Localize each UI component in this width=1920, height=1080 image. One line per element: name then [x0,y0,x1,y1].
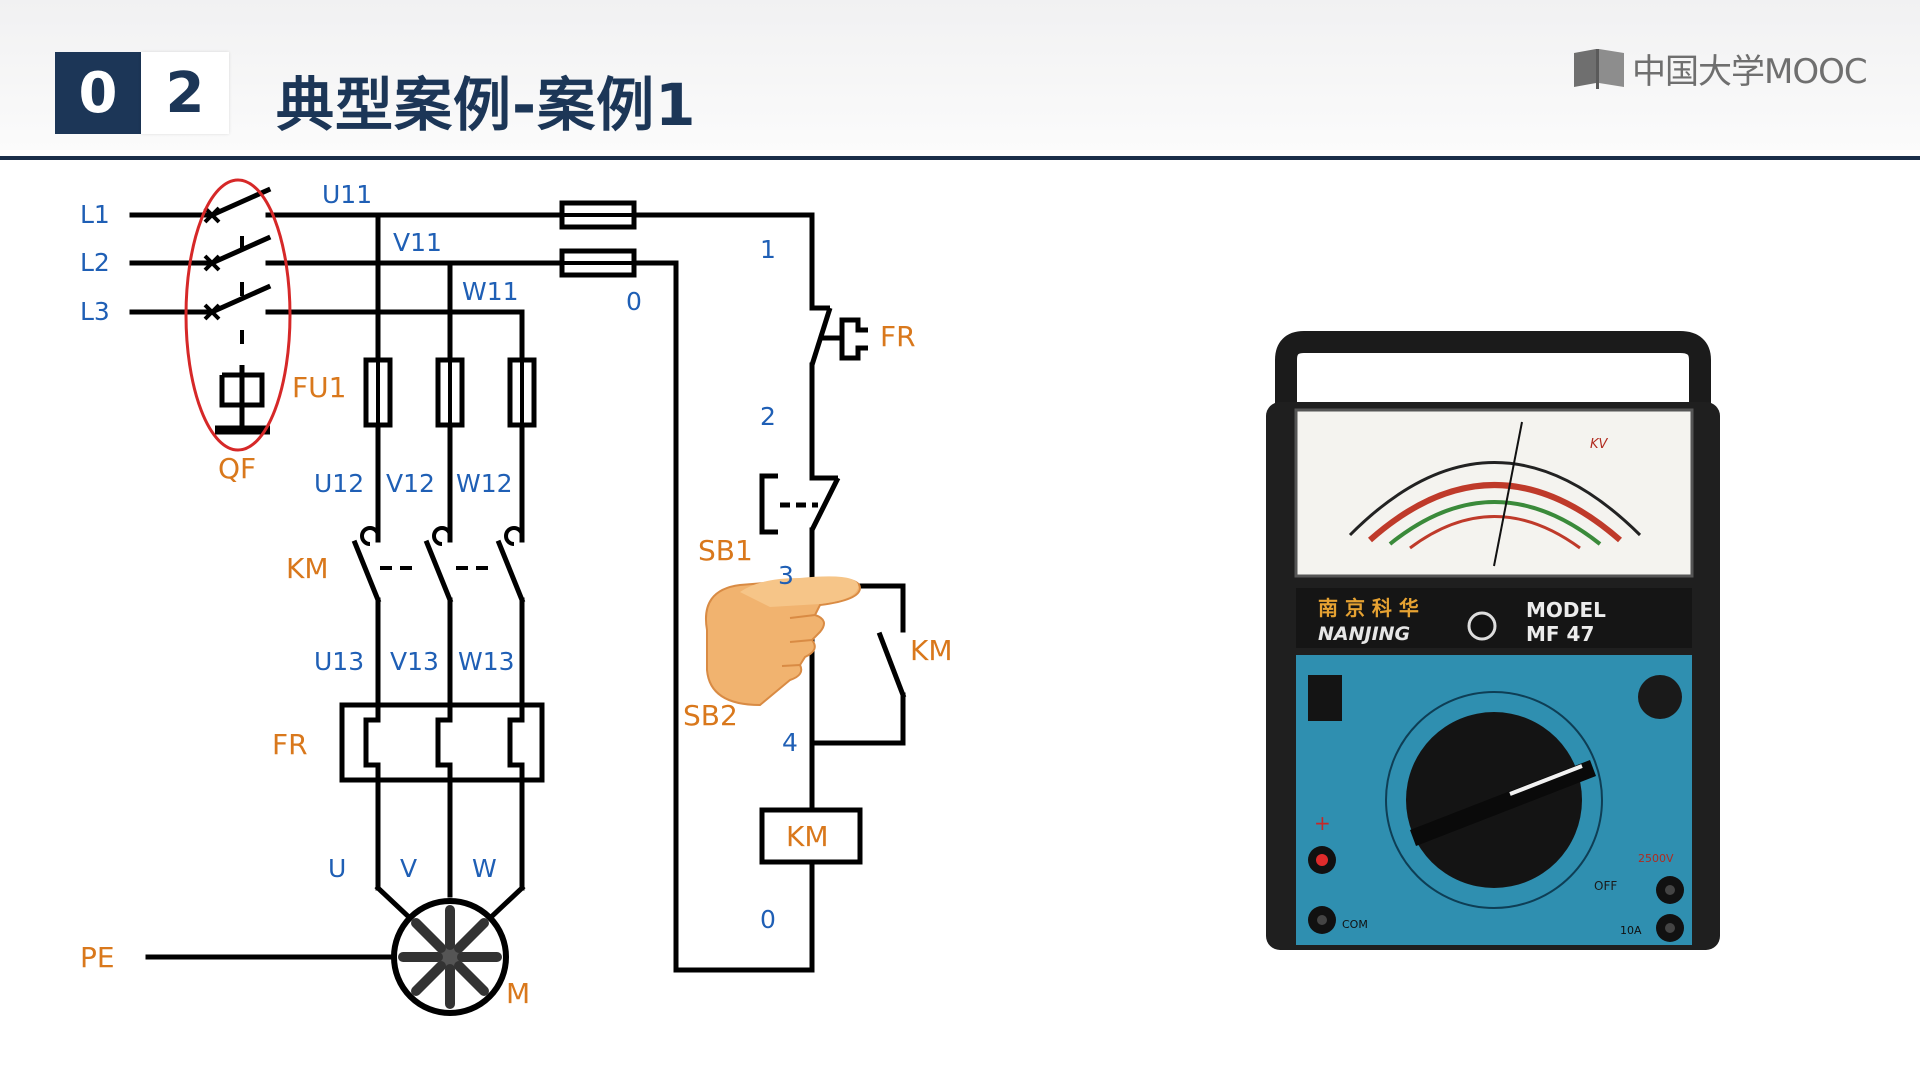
section-number-digit-1: 0 [55,52,141,134]
label-l3: L3 [80,297,110,326]
motor-icon [391,898,509,1016]
label-u11: U11 [322,180,372,209]
motor-control-circuit: L1 L2 L3 U11 V11 W11 U12 V12 W12 U13 V13… [80,178,953,1016]
hand-pointer-icon [705,576,862,707]
meter-model-line-1: MODEL [1526,598,1606,622]
label-pe: PE [80,941,115,974]
label-v11: V11 [393,228,442,257]
book-logo-icon [1574,48,1624,89]
label-v: V [400,854,417,883]
meter-10a-label: 10A [1620,924,1642,937]
node-label-4: 4 [782,728,798,757]
label-fu1: FU1 [292,371,346,404]
label-sb1: SB1 [698,534,753,567]
label-fr-main: FR [272,728,308,761]
meter-off-label: OFF [1594,879,1617,893]
control-fr-contact [809,305,868,366]
label-km-coil: KM [786,820,829,853]
meter-plus-sign: + [1314,811,1331,835]
label-sb2: SB2 [683,699,738,732]
section-number-digit-2: 2 [141,52,229,134]
breaker-highlight-ellipse [184,178,292,452]
node-label-3: 3 [778,561,794,590]
label-w12: W12 [456,469,513,498]
label-w11: W11 [462,277,519,306]
breaker-crosses [203,206,221,321]
svg-text:KV: KV [1590,437,1609,452]
label-km-aux: KM [910,634,953,667]
title-rule [0,156,1920,160]
mooc-logo: 中国大学MOOC [1572,44,1868,93]
node-label-2: 2 [760,402,776,431]
logo-text: 中国大学MOOC [1632,52,1868,92]
multimeter-mf47-image: KV 南 京 科 华 NANJING MODEL MF 47 OFF + COM… [1266,331,1720,950]
meter-brand-latin: NANJING [1318,623,1410,645]
label-u12: U12 [314,469,364,498]
meter-com-label: COM [1342,918,1368,931]
meter-2500v-label: 2500V [1638,852,1674,865]
label-l1: L1 [80,200,110,229]
breaker-actuator-icon [215,365,270,435]
label-v13: V13 [390,647,439,676]
label-v12: V12 [386,469,435,498]
label-qf: QF [218,452,256,485]
label-l2: L2 [80,248,110,277]
label-u: U [328,854,346,883]
label-km-main: KM [286,552,329,585]
label-fr-control: FR [880,320,916,353]
label-u13: U13 [314,647,364,676]
stop-button-sb1 [759,473,841,535]
overload-relay-box [339,702,545,783]
slide-title: 典型案例-案例1 [276,71,697,139]
node-label-0-bottom: 0 [760,905,776,934]
meter-brand: 南 京 科 华 [1318,596,1419,620]
label-w13: W13 [458,647,515,676]
contactor-hooks [360,526,524,546]
node-label-1: 1 [760,235,776,264]
label-w: W [472,854,497,883]
meter-model-line-2: MF 47 [1526,622,1594,646]
label-motor: M [506,977,530,1010]
node-label-0-top: 0 [626,287,642,316]
